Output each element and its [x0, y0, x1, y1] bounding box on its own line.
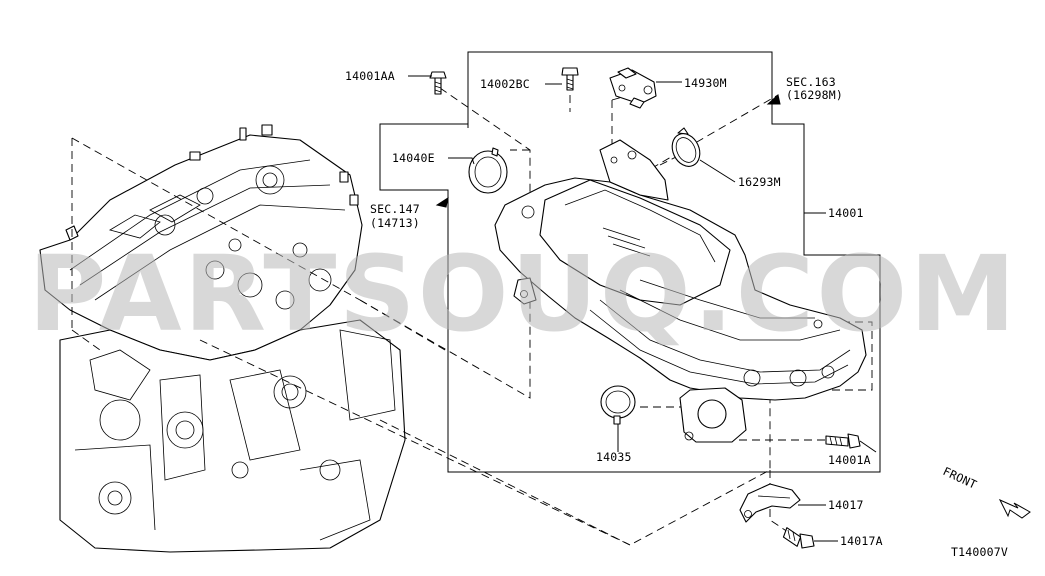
engine-block-illustration [39, 124, 406, 553]
clamp-16293M [671, 127, 701, 167]
bolt-14017A [782, 527, 815, 549]
front-label: FRONT [941, 464, 979, 492]
label-14001: 14001 [828, 206, 864, 220]
assembly-leader-lines [71, 87, 873, 546]
label-sec147-line2: (14713) [370, 216, 420, 230]
label-leader-lines [408, 75, 877, 542]
label-14001A: 14001A [828, 453, 871, 467]
sensor-14930M [609, 67, 657, 109]
watermark: PARTSOUQ.COM [28, 233, 1018, 355]
intake-manifold-14001 [494, 139, 867, 443]
label-14017: 14017 [828, 498, 864, 512]
bolt-14002BC [561, 67, 579, 91]
bolt-14001AA [429, 71, 447, 95]
label-sec163-line2: (16298M) [786, 88, 843, 102]
label-14001AA: 14001AA [345, 69, 395, 83]
label-14040E: 14040E [392, 151, 435, 165]
assembly-box-outline [379, 51, 881, 473]
label-16293M: 16293M [738, 175, 781, 189]
bolt-14001A [825, 433, 861, 449]
gasket-14035 [600, 385, 636, 425]
label-14002BC: 14002BC [480, 77, 530, 91]
front-arrow-icon [998, 498, 1031, 519]
figure-code: T140007V [951, 545, 1008, 559]
label-14017A: 14017A [840, 534, 883, 548]
gasket-14040E [468, 147, 508, 194]
front-direction-indicator: FRONT [941, 464, 1031, 519]
bracket-14017 [739, 483, 801, 523]
label-14035: 14035 [596, 450, 632, 464]
sec147-arrow-icon [435, 196, 449, 208]
sec163-arrow-icon [766, 94, 781, 105]
label-sec163-line1: SEC.163 [786, 75, 836, 89]
label-14930M: 14930M [684, 76, 727, 90]
label-sec147-line1: SEC.147 [370, 202, 420, 216]
